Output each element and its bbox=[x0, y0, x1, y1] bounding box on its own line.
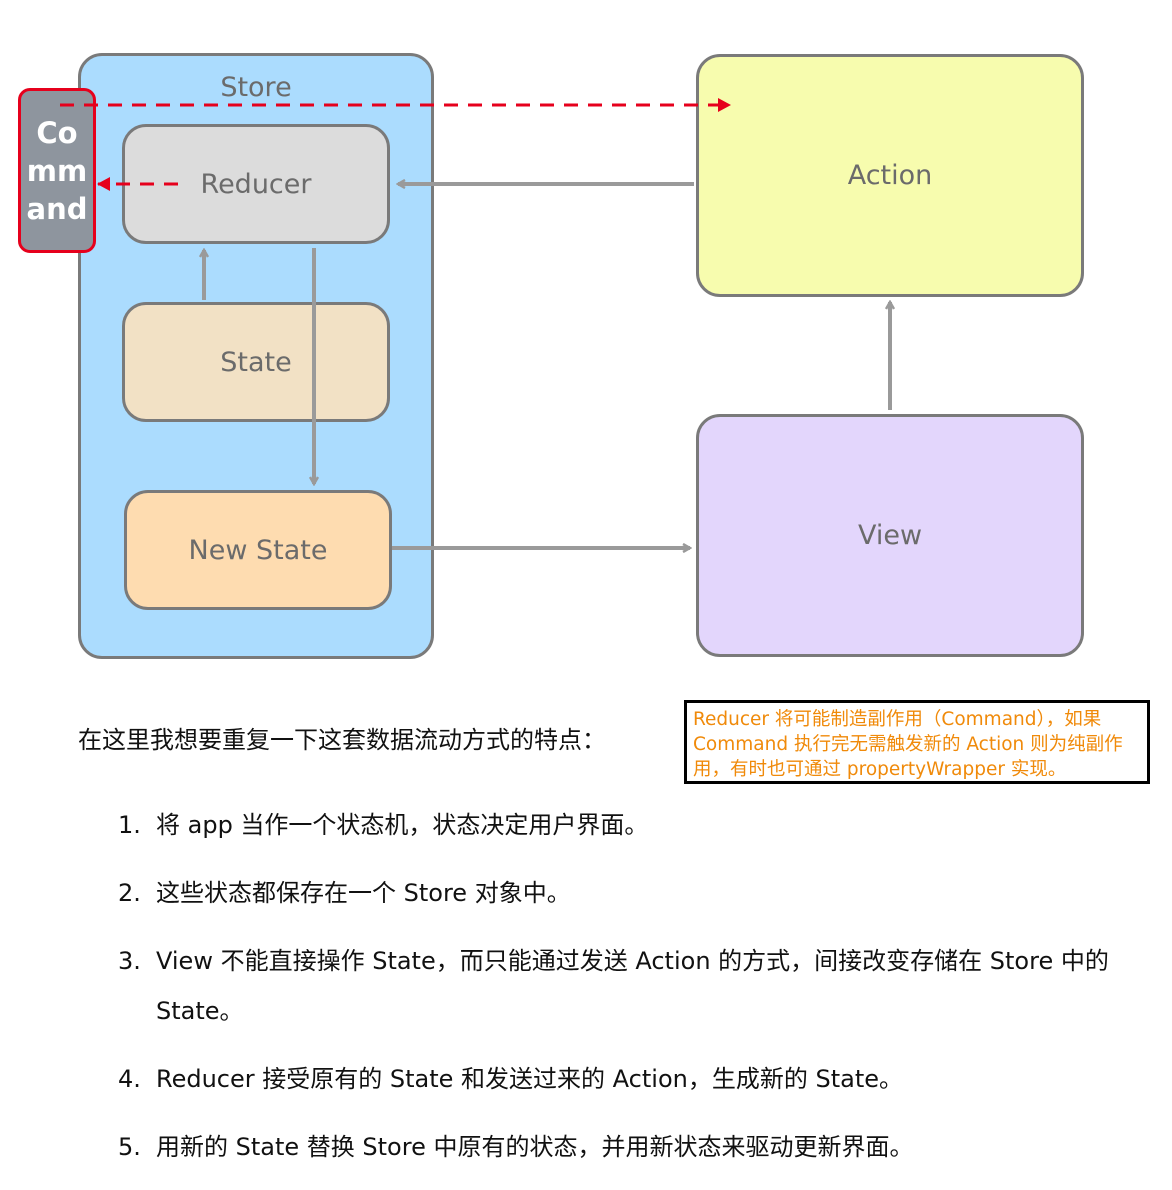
new-state-box: New State bbox=[124, 490, 392, 610]
side-effect-note: Reducer 将可能制造副作用（Command），如果 Command 执行完… bbox=[684, 700, 1150, 784]
reducer-box: Reducer bbox=[122, 124, 390, 244]
state-box: State bbox=[122, 302, 390, 422]
reducer-label: Reducer bbox=[200, 168, 312, 200]
command-box: Co mm and bbox=[18, 88, 96, 253]
list-text: 用新的 State 替换 Store 中原有的状态，并用新状态来驱动更新界面。 bbox=[156, 1133, 914, 1161]
list-number: 5. bbox=[118, 1133, 141, 1161]
new-state-label: New State bbox=[188, 534, 328, 566]
store-label: Store bbox=[220, 72, 292, 103]
intro-text: 在这里我想要重复一下这套数据流动方式的特点： bbox=[78, 726, 606, 754]
list-number: 3. bbox=[118, 947, 141, 975]
list-item: 4. Reducer 接受原有的 State 和发送过来的 Action，生成新的… bbox=[118, 1054, 1118, 1104]
list-text: View 不能直接操作 State，而只能通过发送 Action 的方式，间接改… bbox=[156, 947, 1109, 1025]
list-number: 4. bbox=[118, 1065, 141, 1093]
list-number: 2. bbox=[118, 879, 141, 907]
list-text: Reducer 接受原有的 State 和发送过来的 Action，生成新的 S… bbox=[156, 1065, 903, 1093]
diagram-arrows bbox=[60, 98, 1172, 680]
view-label: View bbox=[857, 520, 923, 551]
list-item: 3. View 不能直接操作 State，而只能通过发送 Action 的方式，间… bbox=[118, 936, 1118, 1036]
state-label: State bbox=[220, 346, 292, 378]
view-box: View bbox=[696, 414, 1084, 657]
command-label: Co mm and bbox=[26, 115, 88, 226]
list-item: 5. 用新的 State 替换 Store 中原有的状态，并用新状态来驱动更新界面… bbox=[118, 1122, 1118, 1172]
list-number: 1. bbox=[118, 811, 141, 839]
action-label: Action bbox=[847, 160, 933, 191]
list-text: 将 app 当作一个状态机，状态决定用户界面。 bbox=[156, 811, 649, 839]
redux-flow-diagram: Store Reducer State New State Action Vie… bbox=[18, 53, 1172, 680]
list-item: 1. 将 app 当作一个状态机，状态决定用户界面。 bbox=[118, 800, 1118, 850]
list-text: 这些状态都保存在一个 Store 对象中。 bbox=[156, 879, 571, 907]
list-item: 2. 这些状态都保存在一个 Store 对象中。 bbox=[118, 868, 1118, 918]
feature-list: 1. 将 app 当作一个状态机，状态决定用户界面。 2. 这些状态都保存在一个 S… bbox=[118, 800, 1118, 1190]
action-box: Action bbox=[696, 54, 1084, 297]
